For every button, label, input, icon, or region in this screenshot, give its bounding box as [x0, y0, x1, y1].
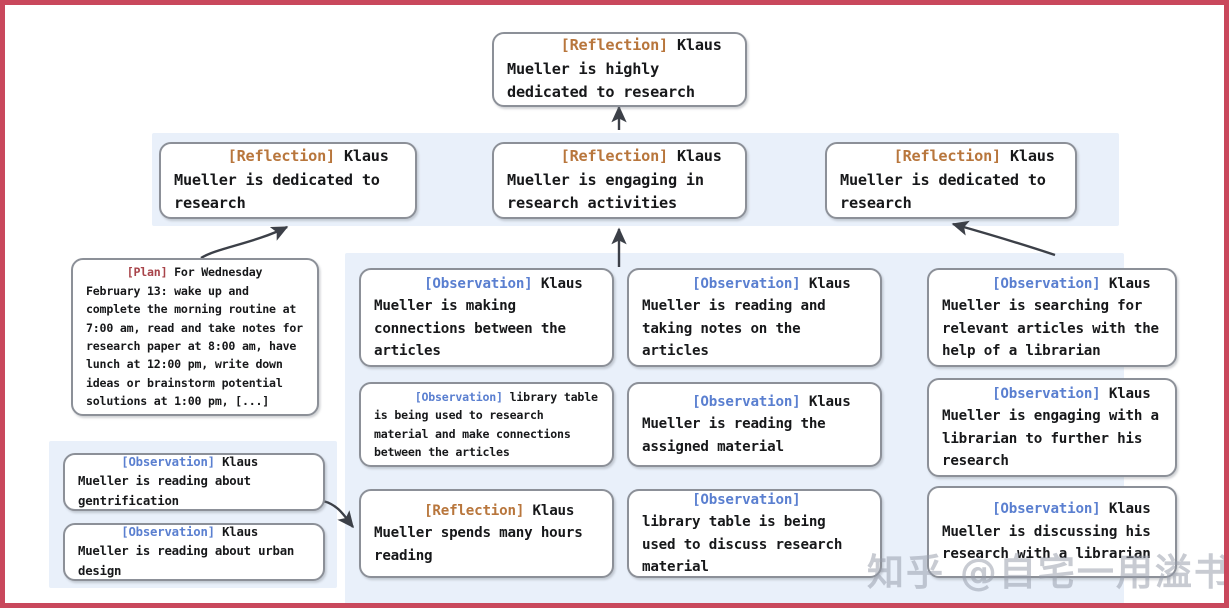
node-text: [Observation] Klaus Mueller is engaging … [929, 360, 1175, 495]
node-body: Klaus Mueller is engaging in research ac… [507, 147, 731, 213]
node-body: library table is being used to discuss r… [642, 491, 851, 575]
node-text: [Observation] Klaus Mueller is searching… [929, 250, 1175, 385]
tag-observation: [Observation] [121, 525, 215, 540]
node-body: Klaus Mueller is dedicated to research [174, 147, 398, 213]
node-root-reflection[interactable]: [Reflection] Klaus Mueller is highly ded… [492, 32, 747, 107]
node-body: Klaus Mueller is engaging with a librari… [942, 385, 1168, 470]
node-reflection-left[interactable]: [Reflection] Klaus Mueller is dedicated … [159, 142, 417, 219]
node-text: [Reflection] Klaus Mueller spends many h… [361, 477, 612, 590]
tag-observation: [Observation] [414, 389, 503, 404]
tag-observation: [Observation] [692, 491, 801, 508]
node-col2-observation-2[interactable]: [Observation] Klaus Mueller is reading t… [627, 382, 882, 467]
node-reflection-right[interactable]: [Reflection] Klaus Mueller is dedicated … [825, 142, 1077, 219]
tag-reflection: [Reflection] [560, 147, 669, 166]
node-body: Klaus Mueller is reading about urban des… [78, 525, 302, 578]
node-text: [Observation] Klaus Mueller is reading a… [629, 250, 880, 385]
node-text: [Reflection] Klaus Mueller is highly ded… [494, 11, 745, 129]
node-text: [Observation] library table is being use… [629, 466, 880, 601]
node-col3-observation-2[interactable]: [Observation] Klaus Mueller is engaging … [927, 378, 1177, 477]
node-col2-observation-3[interactable]: [Observation] library table is being use… [627, 489, 882, 578]
tag-observation: [Observation] [992, 275, 1101, 292]
node-text: [Reflection] Klaus Mueller is dedicated … [827, 122, 1075, 240]
node-col3-observation-3[interactable]: [Observation] Klaus Mueller is discussin… [927, 486, 1177, 578]
tag-reflection: [Reflection] [227, 147, 336, 166]
tag-observation: [Observation] [121, 455, 215, 470]
tag-plan: [Plan] [126, 265, 168, 280]
node-body: Klaus Mueller is reading and taking note… [642, 275, 859, 360]
node-body: Klaus Mueller is dedicated to research [840, 147, 1064, 213]
node-col2-observation-1[interactable]: [Observation] Klaus Mueller is reading a… [627, 268, 882, 367]
node-text: [Observation] Klaus Mueller is reading a… [65, 434, 323, 530]
node-text: [Observation] Klaus Mueller is reading t… [629, 368, 880, 481]
node-text: [Observation] library table is being use… [361, 369, 612, 479]
tag-observation: [Observation] [992, 501, 1101, 518]
tag-observation: [Observation] [992, 385, 1101, 402]
tag-reflection: [Reflection] [560, 36, 669, 55]
node-body: Klaus Mueller is reading the assigned ma… [642, 393, 859, 455]
node-body: Klaus Mueller is searching for relevant … [942, 275, 1168, 360]
node-body: For Wednesday February 13: wake up and c… [86, 265, 310, 409]
node-col1-observation-1[interactable]: [Observation] Klaus Mueller is making co… [359, 268, 614, 367]
node-text: [Observation] Klaus Mueller is reading a… [65, 504, 323, 600]
node-col1-reflection[interactable]: [Reflection] Klaus Mueller spends many h… [359, 489, 614, 578]
node-body: Klaus Mueller is making connections betw… [374, 275, 591, 360]
node-body: Klaus Mueller is discussing his research… [942, 501, 1159, 563]
node-text: [Reflection] Klaus Mueller is dedicated … [161, 122, 415, 240]
node-col3-observation-1[interactable]: [Observation] Klaus Mueller is searching… [927, 268, 1177, 367]
node-text: [Observation] Klaus Mueller is discussin… [929, 476, 1175, 589]
tag-observation: [Observation] [424, 275, 533, 292]
tag-reflection: [Reflection] [424, 502, 525, 519]
node-reflection-middle[interactable]: [Reflection] Klaus Mueller is engaging i… [492, 142, 747, 219]
node-text: [Observation] Klaus Mueller is making co… [361, 250, 612, 385]
node-col1-observation-2[interactable]: [Observation] library table is being use… [359, 382, 614, 467]
node-body: Klaus Mueller is highly dedicated to res… [507, 36, 731, 102]
node-left-observation-2[interactable]: [Observation] Klaus Mueller is reading a… [63, 523, 325, 581]
node-plan[interactable]: [Plan] For Wednesday February 13: wake u… [71, 258, 319, 416]
node-body: library table is being used to research … [374, 389, 605, 459]
node-text: [Plan] For Wednesday February 13: wake u… [73, 245, 317, 429]
tag-reflection: [Reflection] [893, 147, 1002, 166]
tag-observation: [Observation] [692, 393, 801, 410]
node-body: Klaus Mueller is reading about gentrific… [78, 455, 266, 508]
node-body: Klaus Mueller spends many hours reading [374, 502, 591, 564]
node-left-observation-1[interactable]: [Observation] Klaus Mueller is reading a… [63, 453, 325, 511]
tag-observation: [Observation] [692, 275, 801, 292]
node-text: [Reflection] Klaus Mueller is engaging i… [494, 122, 745, 240]
